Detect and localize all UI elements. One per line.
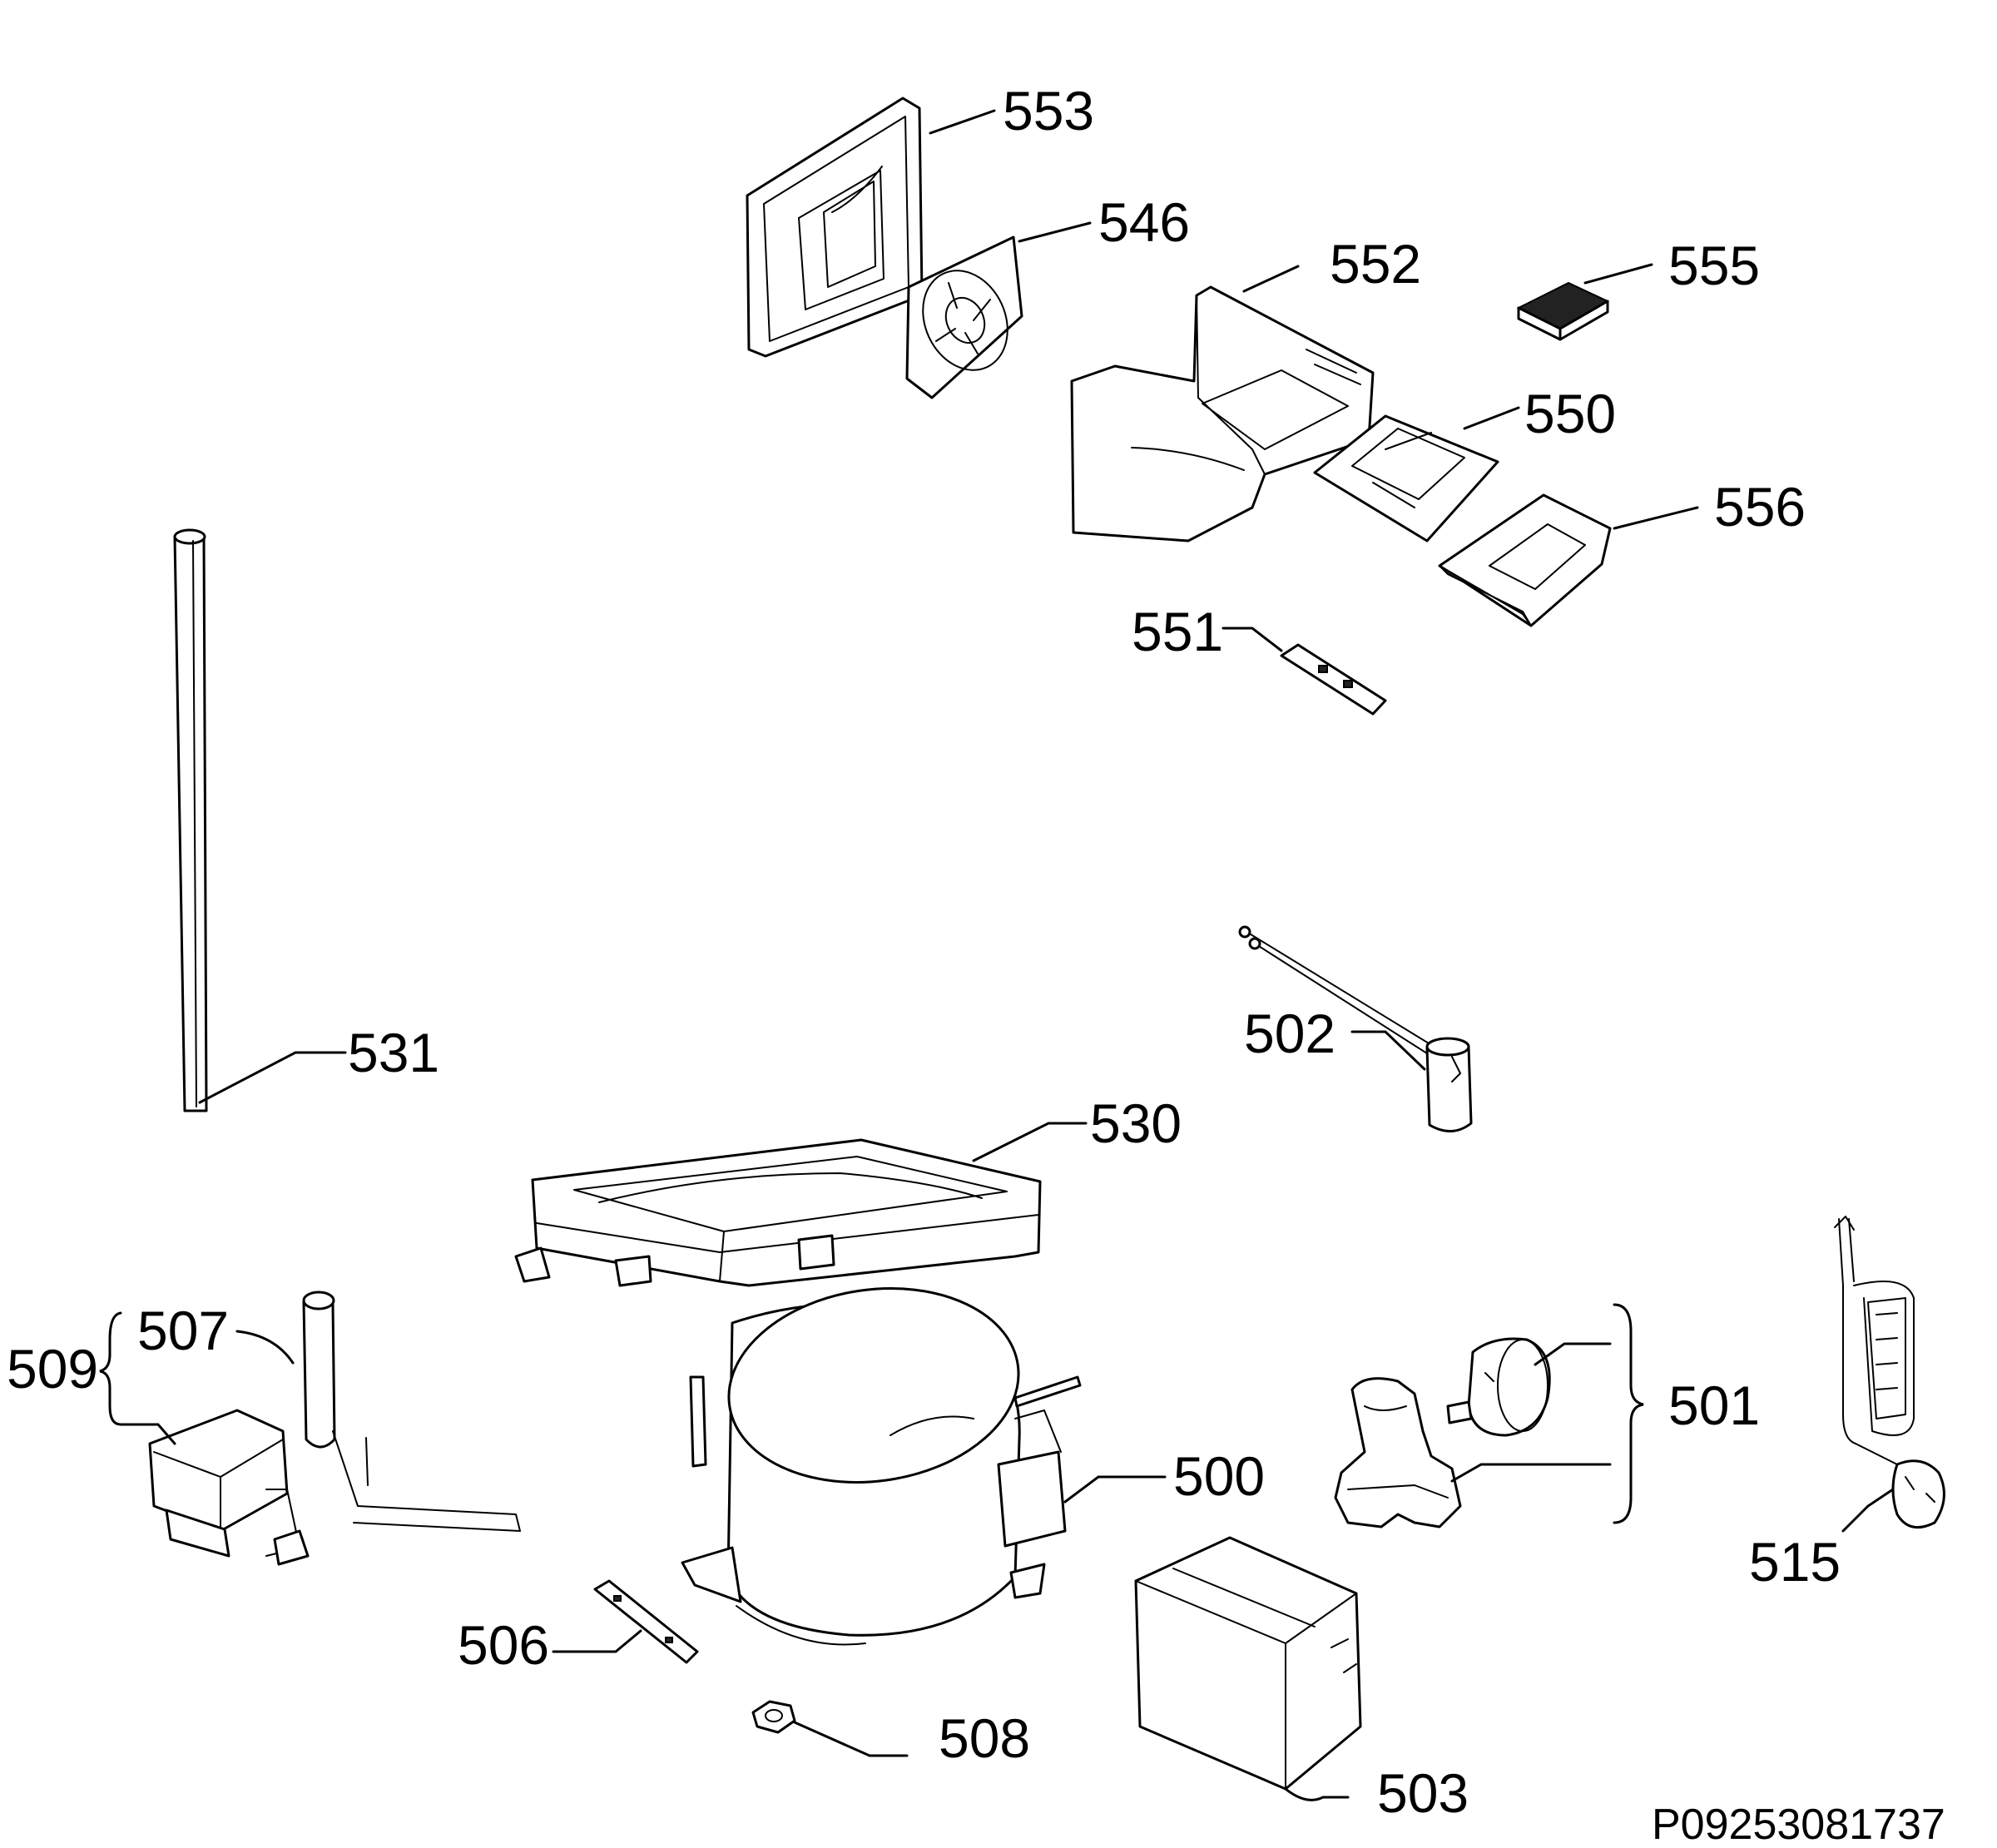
leader-503: [1284, 1787, 1350, 1801]
label-515: 515: [1749, 1531, 1841, 1593]
leader-556: [1613, 506, 1699, 530]
leader-509-valve: [119, 1423, 176, 1445]
label-502: 502: [1244, 1003, 1335, 1064]
label-530: 530: [1090, 1092, 1182, 1154]
leader-501a: [1534, 1342, 1612, 1366]
leader-531: [198, 1051, 347, 1104]
part-550-flap-bracket: [1313, 414, 1499, 543]
label-507: 507: [137, 1300, 229, 1361]
label-556: 556: [1714, 476, 1806, 538]
part-506-strip: [593, 1579, 699, 1664]
leader-546: [1018, 221, 1092, 243]
part-507-dryer: [302, 1291, 521, 1532]
label-501: 501: [1668, 1375, 1760, 1436]
leader-530: [972, 1122, 1088, 1162]
drawing-code: P09253081737: [1652, 1801, 1945, 1848]
leader-500: [1063, 1475, 1167, 1504]
label-546: 546: [1098, 191, 1190, 253]
label-553: 553: [1003, 80, 1094, 141]
part-508-nut: [751, 1700, 796, 1734]
part-502-capacitor: [1238, 925, 1473, 1132]
leader-508: [793, 1721, 909, 1757]
part-515-heater: [1834, 1216, 1945, 1529]
part-530-base-frame: [514, 1138, 1042, 1287]
part-500-compressor: [681, 1287, 1082, 1646]
label-508: 508: [939, 1707, 1030, 1769]
bracket-501: [1613, 1303, 1644, 1524]
leader-502: [1350, 1030, 1426, 1071]
part-551-plate: [1280, 643, 1387, 716]
leader-507: [235, 1330, 295, 1365]
leader-550: [1463, 406, 1520, 430]
part-531-tube: [173, 528, 208, 1112]
label-531: 531: [348, 1022, 439, 1083]
leader-553: [929, 109, 996, 135]
part-552-chute-housing: [1070, 285, 1375, 543]
label-552: 552: [1330, 233, 1421, 295]
label-503: 503: [1377, 1762, 1469, 1824]
label-500: 500: [1173, 1445, 1265, 1507]
label-509: 509: [7, 1338, 98, 1400]
part-555-filter-pad: [1516, 281, 1610, 341]
part-503-cover-box: [1134, 1536, 1362, 1791]
leader-515: [1841, 1488, 1895, 1533]
label-551: 551: [1132, 601, 1223, 662]
label-555: 555: [1668, 235, 1760, 296]
part-546-fan: [905, 235, 1023, 399]
part-556-drip-tray: [1438, 493, 1612, 627]
part-501-relay-overload: [1334, 1337, 1551, 1528]
leader-555: [1583, 263, 1653, 285]
part-553-dispenser-panel: [746, 97, 924, 358]
leader-501b: [1450, 1463, 1612, 1483]
bracket-509: [99, 1311, 122, 1426]
leader-552: [1242, 265, 1300, 293]
leader-551: [1221, 627, 1283, 652]
part-509-solenoid-valve: [148, 1409, 310, 1566]
leader-506: [552, 1629, 642, 1653]
label-506: 506: [458, 1614, 549, 1676]
label-550: 550: [1524, 383, 1616, 444]
